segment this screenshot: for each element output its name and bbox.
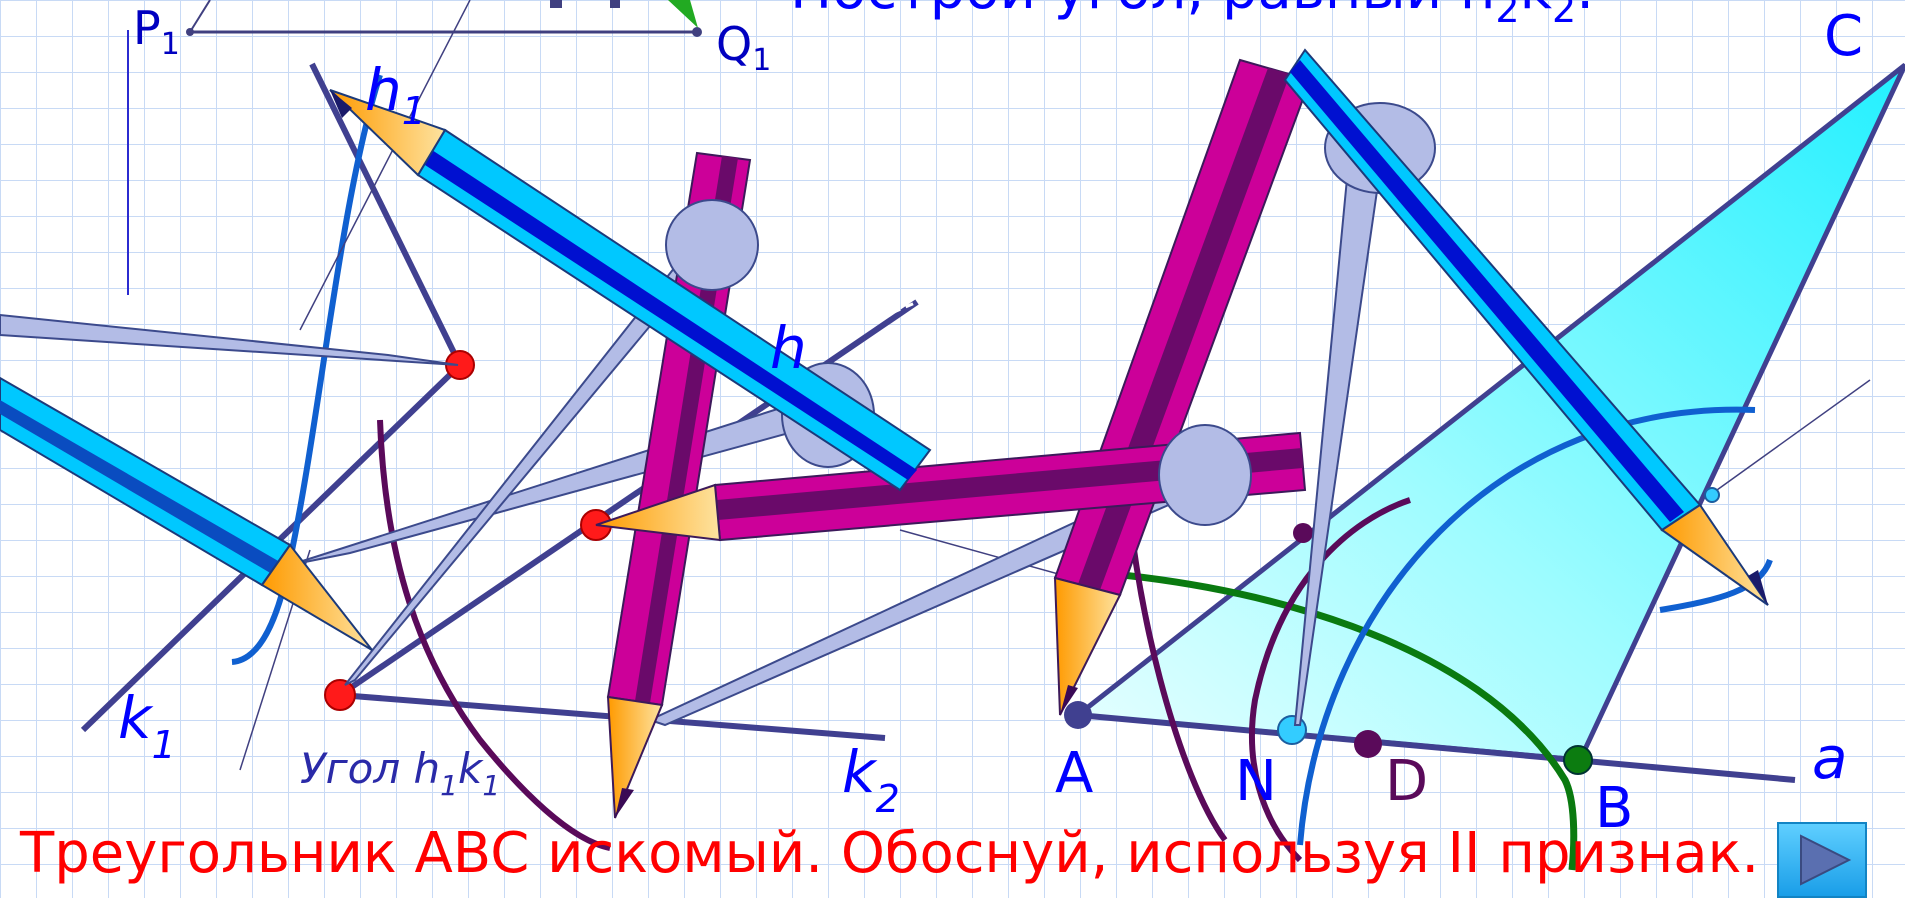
svg-text:k2: k2 <box>842 738 900 821</box>
task-text: Построй угол, равный h <box>790 0 1495 22</box>
svg-text:h1: h1 <box>365 56 426 133</box>
labels: h1 h k1 k2 a A N D B C Угол h1k1 <box>118 4 1863 841</box>
angle-caption-k: k <box>458 744 484 793</box>
task-k: k <box>1520 0 1553 22</box>
svg-text:k1: k1 <box>118 684 176 767</box>
arc-purple-right <box>1249 497 1411 863</box>
play-next-icon <box>1800 834 1852 886</box>
arc-purple-mid <box>377 419 611 851</box>
label-p1: P <box>133 1 161 55</box>
task-sub-k: 2 <box>1552 0 1576 31</box>
point-n <box>1277 715 1307 745</box>
arc-green <box>1059 566 1578 871</box>
angle-caption-sub2: 1 <box>482 769 500 802</box>
label-a-ray: a <box>1812 724 1848 792</box>
top-fragment: Построй угол, равный h2k2. P1 Q1 <box>127 0 1594 295</box>
label-k2-sub: 2 <box>876 777 900 821</box>
pencil-magenta-horizontal <box>595 199 1307 542</box>
point-b <box>1563 745 1593 775</box>
svg-text:Построй угол, равный h2k2.: Построй угол, равный h2k2. <box>790 0 1594 31</box>
label-q1: Q <box>716 17 752 71</box>
label-point-n: N <box>1235 749 1277 814</box>
label-point-d: D <box>1385 749 1428 814</box>
label-point-a: A <box>1055 741 1093 806</box>
task-end: . <box>1576 0 1594 22</box>
point-a <box>1064 701 1092 729</box>
label-h1-sub: 1 <box>402 89 426 133</box>
angle-caption-sub1: 1 <box>440 769 458 802</box>
label-k1-sub: 1 <box>152 723 176 767</box>
label-point-c: C <box>1824 4 1863 69</box>
label-q1-sub: 1 <box>752 43 771 78</box>
triangle-abc <box>899 63 1905 871</box>
arc-blue-left <box>231 74 383 665</box>
label-k2: k <box>842 738 878 806</box>
arc-blue-right <box>1297 406 1756 846</box>
pencil-blue-top <box>329 89 932 492</box>
svg-text:P1: P1 <box>133 1 180 62</box>
label-h2: h <box>770 314 807 382</box>
conclusion-caption: Треугольник ABC искомый. Обоснуй, исполь… <box>20 821 1760 886</box>
label-h1: h <box>365 56 402 124</box>
svg-text:Угол h1k1: Угол h1k1 <box>300 744 500 802</box>
next-slide-button[interactable] <box>1777 822 1867 898</box>
label-k1: k <box>118 684 154 752</box>
angle-caption-prefix: Угол h <box>300 744 440 793</box>
pencil-magenta-vertical <box>606 151 752 819</box>
label-p1-sub: 1 <box>161 27 180 62</box>
point-d <box>1354 730 1382 758</box>
pencil-blue-left <box>0 376 373 651</box>
label-point-b: B <box>1595 776 1633 841</box>
task-sub-h: 2 <box>1495 0 1519 31</box>
pencil-blue-right <box>1283 48 1769 606</box>
svg-text:Q1: Q1 <box>716 17 771 78</box>
